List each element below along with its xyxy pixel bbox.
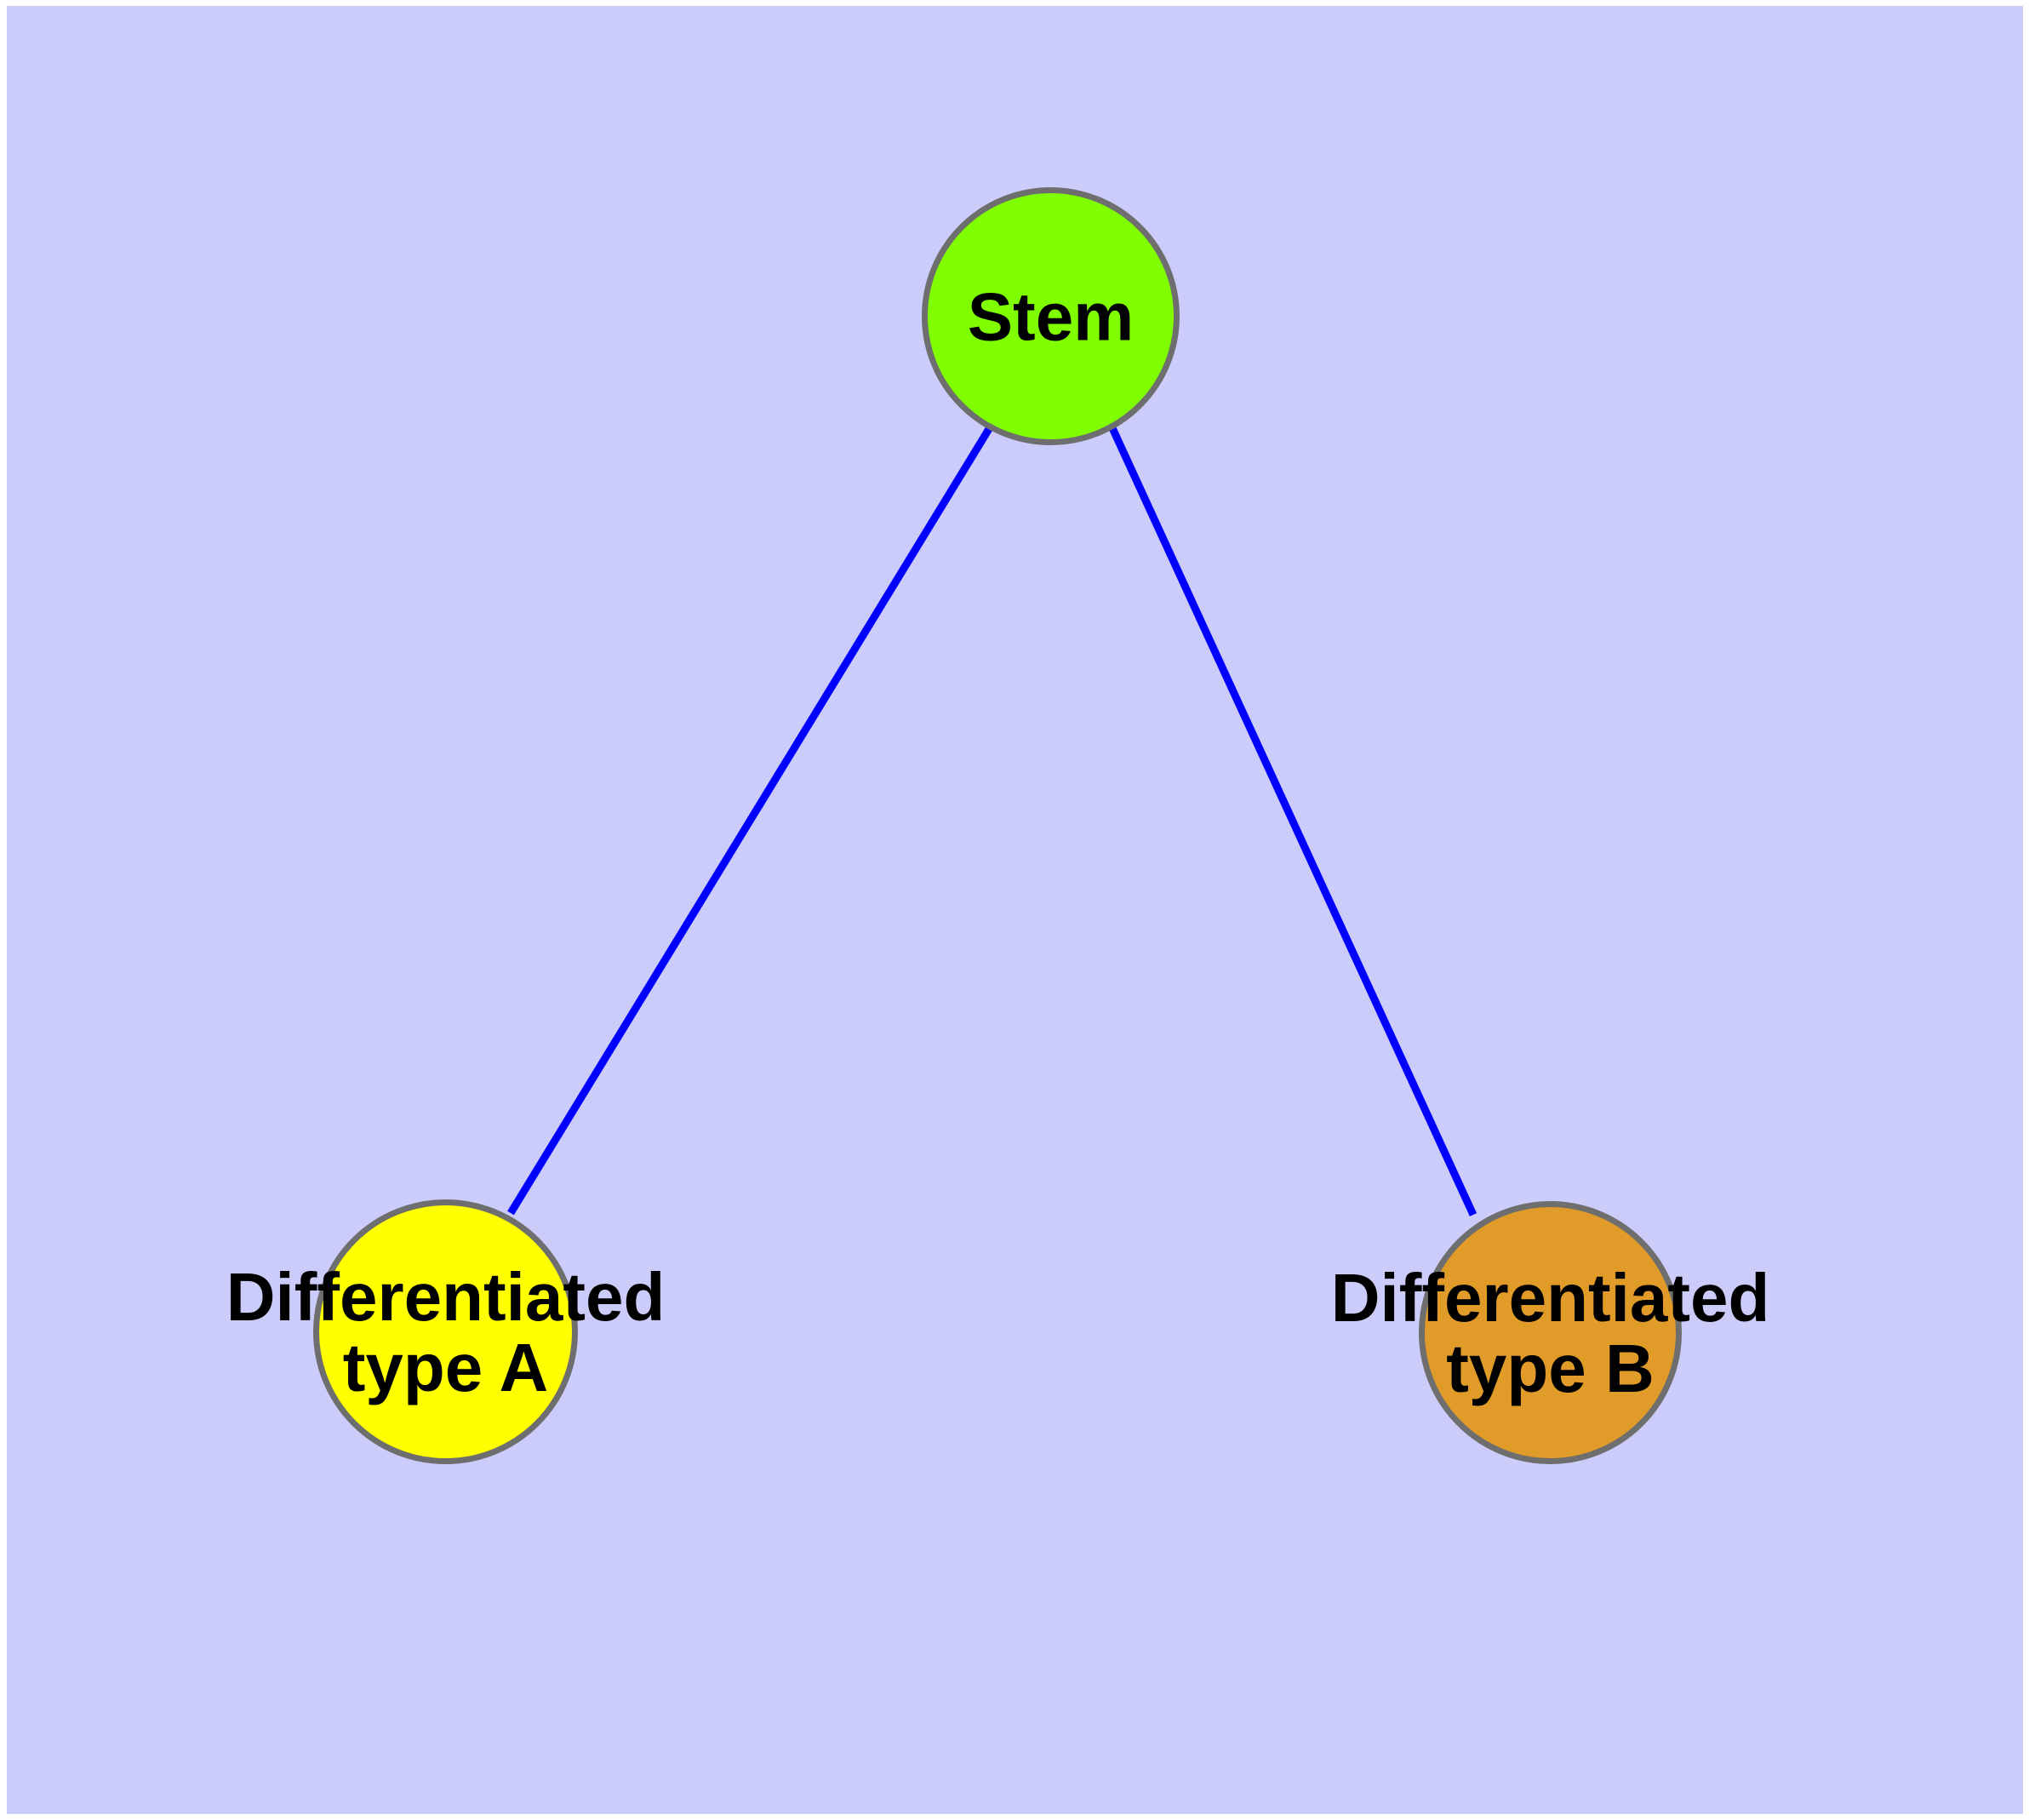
node-stem[interactable]: Stem (922, 187, 1180, 445)
edge-layer (507, 418, 1477, 1216)
label-line-2: type A (342, 1329, 549, 1405)
edge-stem-to-differentiated-type-b (1105, 419, 1477, 1216)
node-stem-label: Stem (967, 278, 1135, 354)
label-line-2: type B (1446, 1330, 1655, 1406)
edge-stem-to-differentiated-type-a (507, 418, 997, 1216)
